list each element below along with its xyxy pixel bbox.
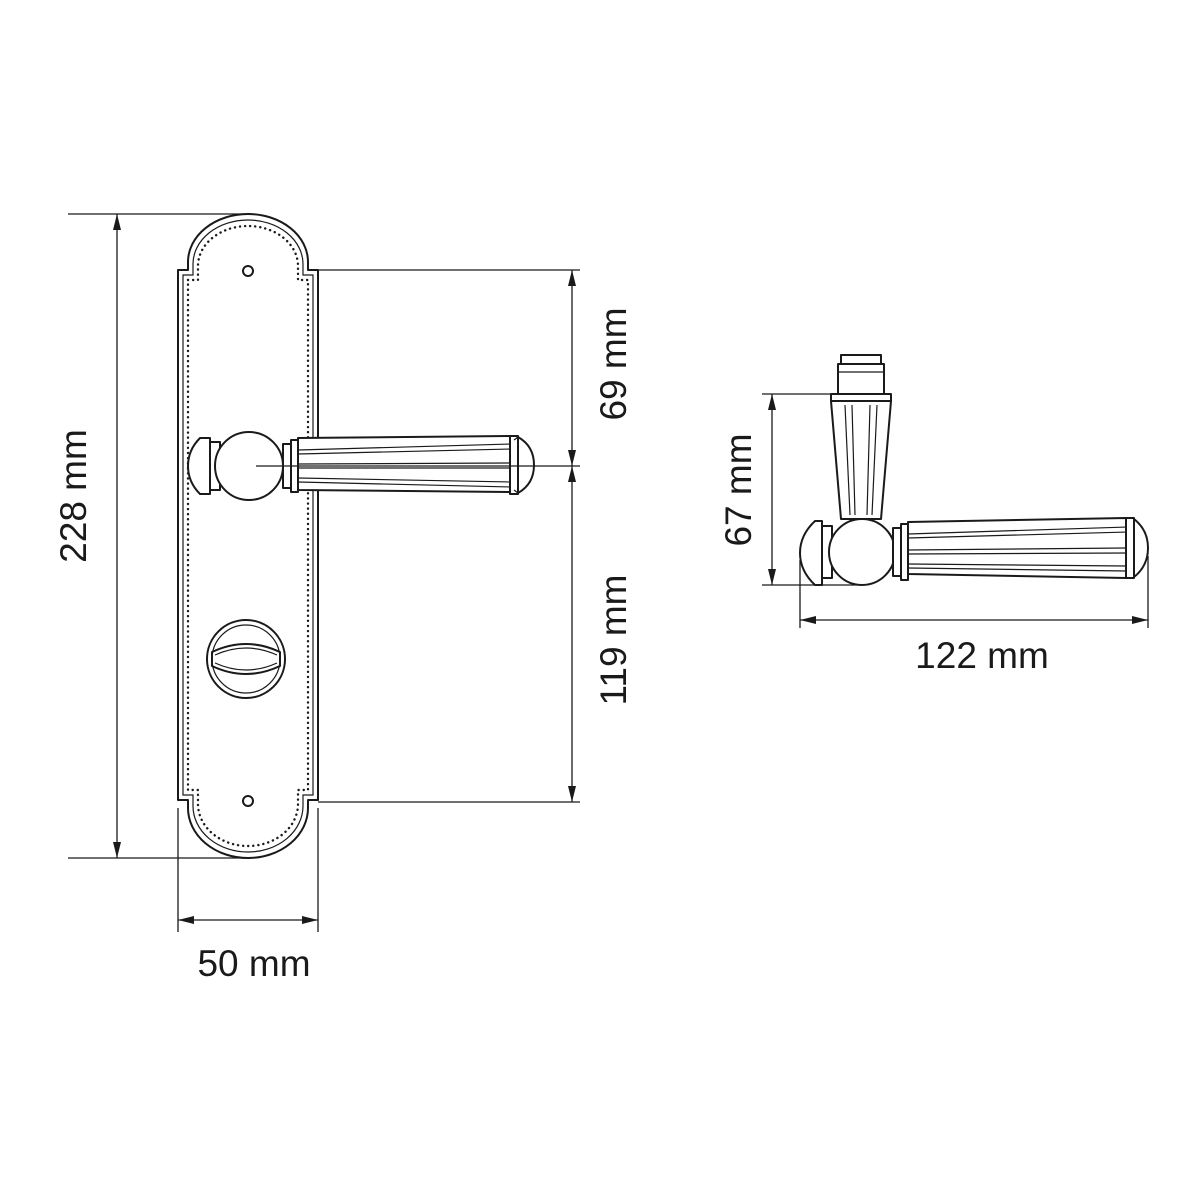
lever-handle-front — [187, 431, 580, 501]
dimension-122 — [799, 556, 1149, 628]
side-view — [799, 354, 1149, 586]
lower-screw-hole — [242, 795, 254, 807]
dimension-label-67: 67 mm — [718, 433, 759, 546]
backplate-bead-border — [186, 224, 310, 848]
dimension-228 — [68, 213, 250, 859]
dimension-50 — [177, 808, 319, 932]
backplate-outline — [177, 213, 319, 859]
dimension-label-50: 50 mm — [197, 943, 310, 984]
dimension-label-228: 228 mm — [53, 429, 94, 563]
dimension-69-119 — [318, 269, 580, 803]
privacy-turn-knob — [206, 619, 286, 699]
dimension-label-122: 122 mm — [915, 635, 1049, 676]
dimension-label-119: 119 mm — [593, 575, 634, 706]
backplate-inner-outline — [182, 219, 314, 853]
upper-screw-hole — [242, 265, 254, 277]
dimension-67 — [762, 393, 862, 586]
front-view — [177, 213, 580, 859]
dimension-label-69: 69 mm — [593, 307, 634, 420]
